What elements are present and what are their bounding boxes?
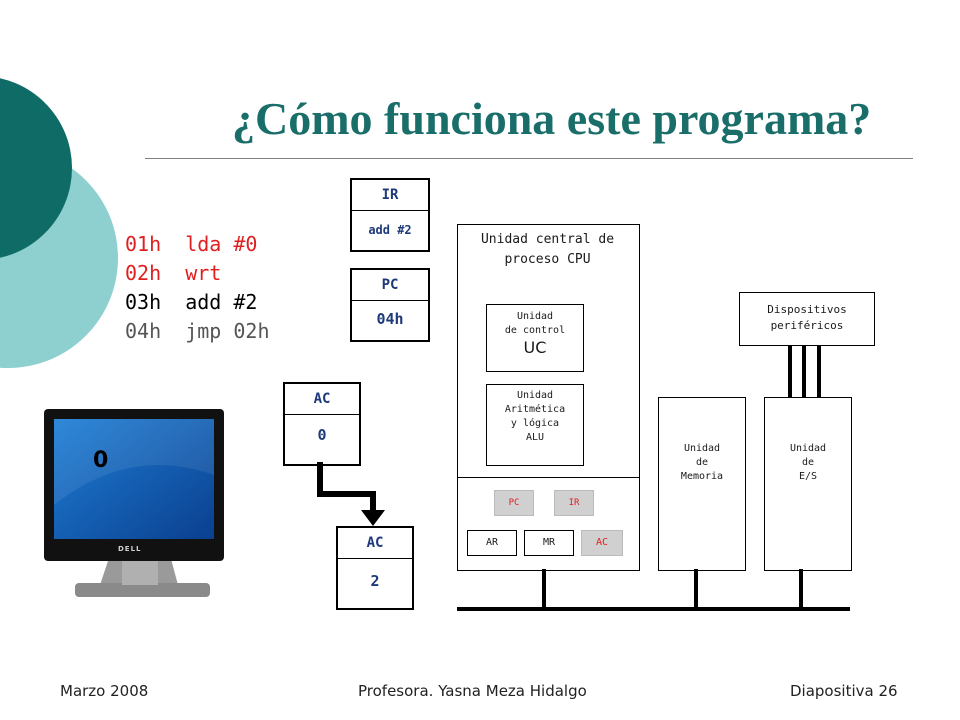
cpu-reg-ir: IR xyxy=(554,490,594,516)
footer-author: Profesora. Yasna Meza Hidalgo xyxy=(358,682,587,700)
alu-line2: Aritmética xyxy=(504,404,566,415)
ac-old-label: AC xyxy=(285,384,359,415)
monitor-image xyxy=(44,409,224,597)
memory-unit-box: Unidad de Memoria xyxy=(658,397,746,571)
program-instr: add #2 xyxy=(185,290,258,314)
program-line-3: 03h add #2 xyxy=(125,290,257,314)
program-addr: 02h xyxy=(125,261,162,285)
bus-drop-cpu xyxy=(542,569,546,609)
io-line3: E/S xyxy=(798,471,818,482)
bus-drop-memory xyxy=(694,569,698,609)
program-instr: lda #0 xyxy=(185,232,258,256)
cpu-divider xyxy=(457,477,639,478)
peripherals-box: Dispositivos periféricos xyxy=(739,292,875,346)
io-unit-box: Unidad de E/S xyxy=(764,397,852,571)
slide-title: ¿Cómo funciona este programa? xyxy=(232,93,872,144)
control-unit-abbr: UC xyxy=(523,338,547,357)
program-line-1: 01h lda #0 xyxy=(125,232,257,256)
ir-register-value: add #2 xyxy=(368,223,412,237)
control-unit-box: Unidad de control UC xyxy=(486,304,584,372)
monitor-brand-logo: DELL xyxy=(118,545,142,553)
memory-line2: de xyxy=(695,457,709,468)
peripherals-line1: Dispositivos xyxy=(767,303,847,316)
peripheral-link-1 xyxy=(788,345,792,398)
program-instr: jmp 02h xyxy=(185,319,270,343)
control-unit-line1: Unidad xyxy=(516,311,554,322)
peripherals-line2: periféricos xyxy=(770,319,844,332)
ac-register-new: AC 2 xyxy=(336,526,414,610)
peripheral-link-2 xyxy=(802,345,806,398)
pc-register-value: 04h xyxy=(376,310,404,328)
cpu-reg-pc: PC xyxy=(494,490,534,516)
control-unit-line2: de control xyxy=(504,325,566,336)
decorative-circles xyxy=(0,78,118,368)
memory-line1: Unidad xyxy=(683,443,721,454)
title-underline xyxy=(145,158,913,159)
io-line1: Unidad xyxy=(789,443,827,454)
pc-register-label: PC xyxy=(352,270,428,301)
alu-box: Unidad Aritmética y lógica ALU xyxy=(486,384,584,466)
bus-drop-io xyxy=(799,569,803,609)
ac-old-value: 0 xyxy=(317,426,327,444)
io-line2: de xyxy=(801,457,815,468)
program-instr: wrt xyxy=(185,261,222,285)
alu-line3: y lógica xyxy=(510,418,560,429)
pc-register: PC 04h xyxy=(350,268,430,342)
alu-line4: ALU xyxy=(525,432,545,443)
ir-register: IR add #2 xyxy=(350,178,430,252)
program-addr: 04h xyxy=(125,319,162,343)
footer-slide-number: Diapositiva 26 xyxy=(790,682,898,700)
alu-line1: Unidad xyxy=(516,390,554,401)
memory-line3: Memoria xyxy=(680,471,724,482)
program-line-4: 04h jmp 02h xyxy=(125,319,270,343)
system-bus xyxy=(457,607,850,611)
ac-transfer-arrow xyxy=(317,462,385,526)
cpu-title: Unidad central de proceso CPU xyxy=(480,232,615,267)
program-addr: 01h xyxy=(125,232,162,256)
ac-register-old: AC 0 xyxy=(283,382,361,466)
program-line-2: 02h wrt xyxy=(125,261,221,285)
cpu-reg-ar: AR xyxy=(467,530,517,556)
ac-new-value: 2 xyxy=(370,572,380,590)
circle-dark xyxy=(0,78,72,258)
cpu-reg-ac: AC xyxy=(581,530,623,556)
monitor-display-value: 0 xyxy=(93,448,109,473)
footer-date: Marzo 2008 xyxy=(60,682,149,700)
cpu-reg-mr: MR xyxy=(524,530,574,556)
peripheral-link-3 xyxy=(817,345,821,398)
program-addr: 03h xyxy=(125,290,162,314)
ir-register-label: IR xyxy=(352,180,428,211)
ac-new-label: AC xyxy=(338,528,412,559)
